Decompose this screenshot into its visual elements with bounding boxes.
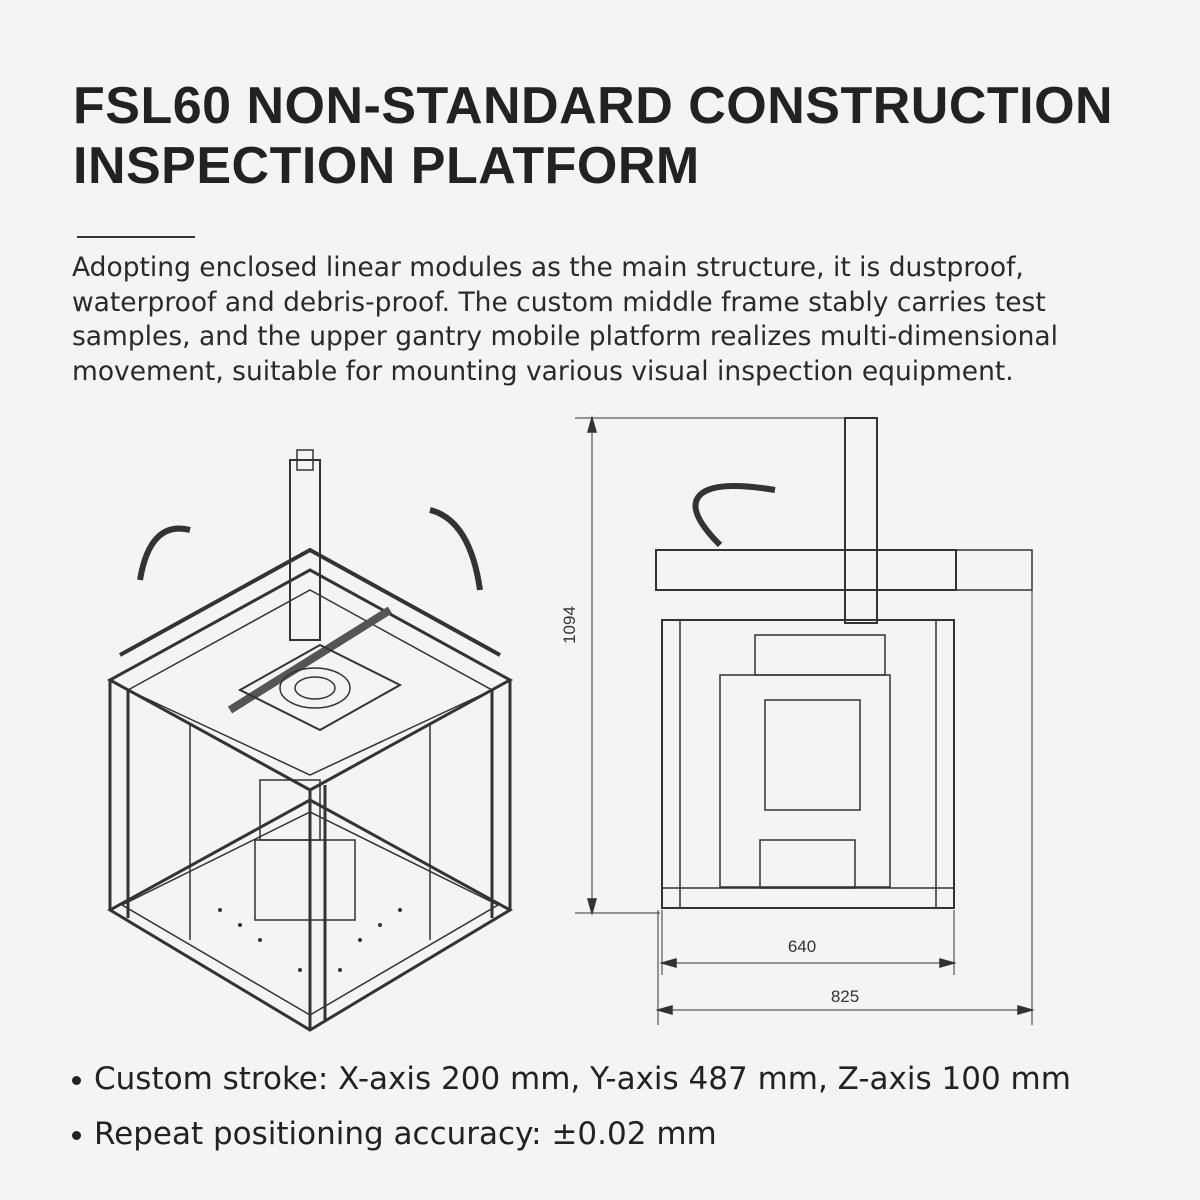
page-title: FSL60 NON-STANDARD CONSTRUCTION INSPECTI… [73, 76, 1113, 196]
front-view-drawing: 1094 640 825 [560, 415, 1035, 1025]
title-divider [77, 236, 195, 238]
feature-item: Custom stroke: X-axis 200 mm, Y-axis 487… [70, 1052, 1071, 1107]
feature-list: Custom stroke: X-axis 200 mm, Y-axis 487… [70, 1052, 1071, 1162]
feature-item: Repeat positioning accuracy: ±0.02 mm [70, 1107, 1071, 1162]
isometric-drawing [106, 449, 514, 1032]
bullet-icon [72, 1076, 81, 1085]
outer-width-dimension-label: 825 [831, 987, 859, 1006]
title-line-1: FSL60 NON-STANDARD CONSTRUCTION [73, 77, 1114, 135]
feature-text: Repeat positioning accuracy: ±0.02 mm [94, 1116, 717, 1152]
title-line-2: INSPECTION PLATFORM [73, 137, 700, 195]
height-dimension-label: 1094 [560, 606, 579, 644]
feature-text: Custom stroke: X-axis 200 mm, Y-axis 487… [94, 1061, 1071, 1097]
bullet-icon [72, 1131, 81, 1140]
inner-width-dimension-label: 640 [788, 937, 816, 956]
description: Adopting enclosed linear modules as the … [72, 252, 1059, 387]
